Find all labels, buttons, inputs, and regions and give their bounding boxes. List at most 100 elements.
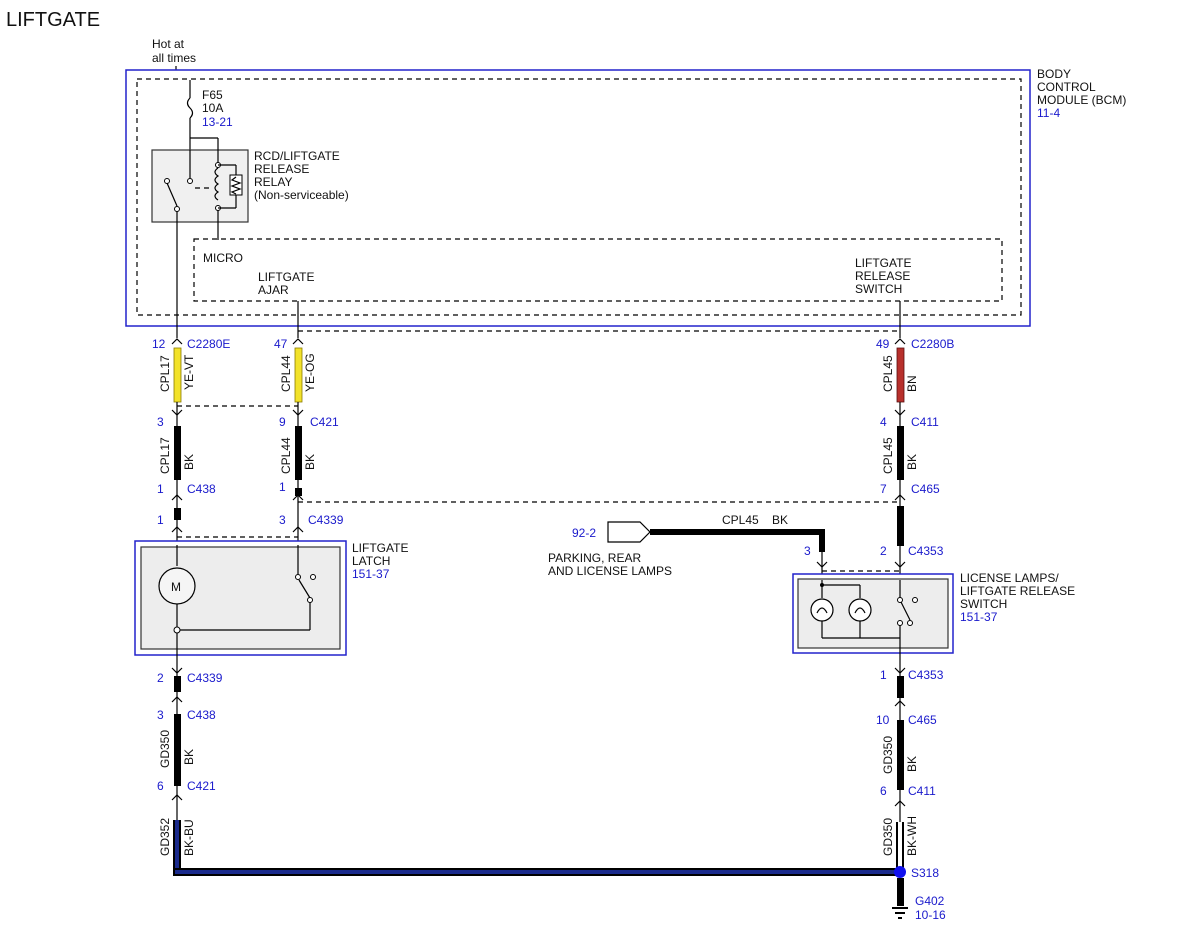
c438-label-bot: C438 <box>187 708 216 722</box>
bk-label-parking: BK <box>772 513 788 527</box>
c2280b-pin-49: 49 <box>876 337 890 351</box>
c465-pin-10: 10 <box>876 713 890 727</box>
relay-label-line4: (Non-serviceable) <box>254 188 349 202</box>
release-switch-line2: RELEASE <box>855 269 910 283</box>
wire-cpl17-bk <box>174 426 181 480</box>
c4339-pin-1: 1 <box>157 513 164 527</box>
c421-pin-6: 6 <box>157 779 164 793</box>
c2280e-pin-12: 12 <box>152 337 166 351</box>
lamps-label-line1: LICENSE LAMPS/ <box>960 571 1059 585</box>
c4339-pin-3: 3 <box>279 513 286 527</box>
c4353-label-bot: C4353 <box>908 668 944 682</box>
cpl44-label-2: CPL44 <box>279 437 293 474</box>
license-lamp-2-icon <box>848 598 872 622</box>
relay-coil-icon <box>214 167 220 201</box>
bcm-label-line3: MODULE (BCM) <box>1037 93 1126 107</box>
ground-label: G402 <box>915 894 945 908</box>
c411-pin-6: 6 <box>880 784 887 798</box>
c411-label-bot: C411 <box>908 784 936 798</box>
c411-pin-4: 4 <box>880 415 887 429</box>
license-lamp-1-icon <box>810 598 834 622</box>
splice-s318-icon <box>894 866 906 878</box>
latch-switch-blade <box>298 579 311 599</box>
bk-label-2: BK <box>303 454 317 470</box>
fuse-rating: 10A <box>202 101 223 115</box>
c4339-label-top: C4339 <box>308 513 344 527</box>
c465-pin-7: 7 <box>880 482 887 496</box>
parking-label-line2: AND LICENSE LAMPS <box>548 564 672 578</box>
lamps-label-line3: SWITCH <box>960 597 1007 611</box>
wire-cpl44-ye-og <box>294 347 303 403</box>
relay-label-line2: RELEASE <box>254 162 309 176</box>
relay-switch-blade <box>166 182 178 207</box>
c2280e-label: C2280E <box>187 337 230 351</box>
lamps-label-line2: LIFTGATE RELEASE <box>960 584 1075 598</box>
bk-label-5: BK <box>905 756 919 772</box>
c438-pin-3: 3 <box>157 708 164 722</box>
c421-pin-3: 3 <box>157 415 164 429</box>
fuse-name: F65 <box>202 88 223 102</box>
c465-label-bot: C465 <box>908 713 937 727</box>
liftgate-ajar-line1: LIFTGATE <box>258 270 314 284</box>
c2280e-pin-47: 47 <box>274 337 288 351</box>
relay-label-line3: RELAY <box>254 175 292 189</box>
c465-label-top: C465 <box>911 482 940 496</box>
bcm-label-line1: BODY <box>1037 67 1071 81</box>
c411-label-top: C411 <box>911 415 939 429</box>
cpl45-label-parking: CPL45 <box>722 513 759 527</box>
micro-box <box>193 238 1003 302</box>
bk-wh-label: BK-WH <box>905 816 919 856</box>
release-switch-line3: SWITCH <box>855 282 902 296</box>
cpl45-label-2: CPL45 <box>881 437 895 474</box>
latch-label-line1: LIFTGATE <box>352 541 408 555</box>
wire-cpl45-parking <box>650 529 825 552</box>
c4339-label-bot: C4339 <box>187 671 223 685</box>
relay-label-line1: RCD/LIFTGATE <box>254 149 340 163</box>
power-label-line2: all times <box>152 51 196 65</box>
power-label-line1: Hot at <box>152 37 185 51</box>
ye-og-label: YE-OG <box>303 353 317 392</box>
bcm-ref: 11-4 <box>1037 106 1060 120</box>
gd350-label-left: GD350 <box>158 730 172 768</box>
splice-label: S318 <box>911 866 939 880</box>
ye-vt-label: YE-VT <box>182 354 196 390</box>
parking-label-line1: PARKING, REAR <box>548 551 641 565</box>
wire-gd350-bk-left <box>174 714 181 786</box>
page-title: LIFTGATE <box>6 9 100 31</box>
cpl17-label: CPL17 <box>158 355 172 392</box>
c438-pin-1: 1 <box>157 482 164 496</box>
c421-label: C421 <box>310 415 339 429</box>
ground-ref: 10-16 <box>915 908 946 922</box>
bn-label: BN <box>905 375 919 392</box>
release-switch-blade <box>900 601 911 621</box>
c4353-pin-2: 2 <box>880 544 887 558</box>
wire-cpl44-bk <box>295 426 302 480</box>
fuse-ref: 13-21 <box>202 115 233 129</box>
wire-cpl17-ye-vt <box>173 347 182 403</box>
latch-ref: 151-37 <box>352 567 390 581</box>
release-switch-line1: LIFTGATE <box>855 256 911 270</box>
wire-cpl45-bn <box>896 347 905 403</box>
bk-bu-label: BK-BU <box>182 819 196 856</box>
bk-label-3: BK <box>905 454 919 470</box>
bcm-inner-dashed <box>136 78 1022 316</box>
fuse-f65-icon <box>186 97 194 119</box>
gd352-label: GD352 <box>158 818 172 856</box>
parking-ref: 92-2 <box>572 526 596 540</box>
c4353-label-top: C4353 <box>908 544 944 558</box>
bcm-module-box <box>125 69 1031 327</box>
micro-label: MICRO <box>203 251 243 265</box>
cpl44-label: CPL44 <box>279 355 293 392</box>
c4339-pin-2: 2 <box>157 671 164 685</box>
wire-gd352-bk-bu <box>175 820 179 872</box>
latch-label-line2: LATCH <box>352 554 390 568</box>
c438-pin-1b: 1 <box>279 480 286 494</box>
bk-label-1: BK <box>182 454 196 470</box>
lamp-pin-3: 3 <box>804 544 811 558</box>
c2280b-label: C2280B <box>911 337 954 351</box>
motor-label: M <box>171 580 181 594</box>
wire-cpl45-bk-lower <box>897 506 904 546</box>
wire-gd350-bk-right <box>897 720 904 790</box>
c4353-pin-1: 1 <box>880 668 887 682</box>
